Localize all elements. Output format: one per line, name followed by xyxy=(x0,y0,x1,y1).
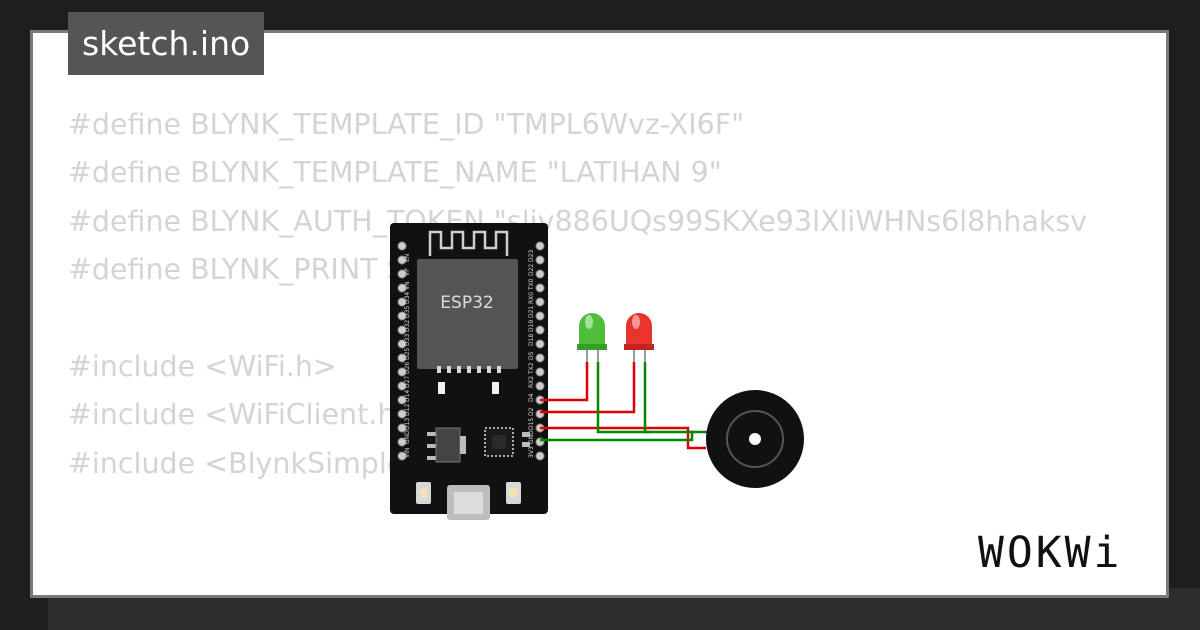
pin-label: TX2 xyxy=(528,362,535,375)
pin-label: EN xyxy=(404,254,411,262)
pin-label: D35 xyxy=(404,306,411,318)
preview-card: #define BLYNK_TEMPLATE_ID "TMPL6Wvz-XI6F… xyxy=(30,30,1169,598)
esp32-module xyxy=(417,259,518,369)
buzzer[interactable] xyxy=(706,390,804,488)
pin-label: D2 xyxy=(528,407,535,416)
pin-label: D5 xyxy=(528,351,535,360)
module-pads xyxy=(437,366,501,394)
filename-tab[interactable]: sketch.ino xyxy=(68,12,265,75)
wire-green xyxy=(643,362,694,434)
pin-label: D27 xyxy=(404,376,411,388)
code-line: #include <WiFiClient.h> xyxy=(68,398,420,432)
code-preview: #define BLYNK_TEMPLATE_ID "TMPL6Wvz-XI6F… xyxy=(68,101,1087,595)
micro-usb-port xyxy=(447,485,490,520)
wires xyxy=(540,362,708,450)
pin-label: D23 xyxy=(528,250,535,262)
pin-label: RX2 xyxy=(528,376,535,388)
wire-red xyxy=(540,426,706,450)
reset-button[interactable] xyxy=(416,482,431,504)
wokwi-logo: WOKWi xyxy=(978,528,1123,578)
pin-label: D12 xyxy=(404,404,411,416)
pin-label: GND xyxy=(404,430,411,444)
pin-label: VIN xyxy=(404,448,411,458)
background-stripe xyxy=(48,588,1200,630)
pin-label: TX0 xyxy=(528,278,535,291)
pin-label: D18 xyxy=(528,334,535,346)
pin-label: RX0 xyxy=(528,292,535,304)
pin-label: GND xyxy=(528,430,535,444)
board-label: ESP32 xyxy=(440,293,493,313)
usb-chip xyxy=(484,427,514,457)
esp32-board[interactable]: ESP32 EN VP VN D34 D35 D3 xyxy=(390,223,548,520)
pin-label: D22 xyxy=(528,264,535,276)
pin-label: D21 xyxy=(528,306,535,318)
code-line: #define BLYNK_AUTH_TOKEN "sljv886UQs99SK… xyxy=(68,204,1088,238)
pin-label: D32 xyxy=(404,320,411,332)
buzzer-hole xyxy=(749,433,761,445)
led-red[interactable] xyxy=(624,313,654,375)
wire-green xyxy=(540,430,708,442)
led-green[interactable] xyxy=(577,313,607,395)
pin-label: VP xyxy=(404,268,411,276)
pin-label: D34 xyxy=(404,292,411,304)
pin-label: D33 xyxy=(404,334,411,346)
pin-label: D26 xyxy=(404,362,411,374)
smd-component xyxy=(522,432,530,437)
code-line: #include <BlynkSimpleEsp32.h> xyxy=(68,446,543,480)
pin-label: VN xyxy=(404,281,411,290)
left-pin-header xyxy=(397,241,407,461)
code-line: char auth[] = BLYNK_AUTH_TOKEN; xyxy=(68,585,1087,595)
pin-label: D19 xyxy=(528,320,535,332)
pin-label: D14 xyxy=(404,390,411,402)
pin-label: D25 xyxy=(404,348,411,360)
wire-red xyxy=(540,362,589,402)
pin-label: D13 xyxy=(404,418,411,430)
code-line: #define BLYNK_TEMPLATE_ID "TMPL6Wvz-XI6F… xyxy=(68,108,745,141)
pin-labels: EN VP VN D34 D35 D32 D33 D25 D26 D27 D14… xyxy=(404,250,535,458)
wire-green xyxy=(596,362,650,434)
antenna-icon xyxy=(428,230,509,256)
pin-label: 3V3 xyxy=(528,446,535,458)
code-line: #define BLYNK_TEMPLATE_NAME "LATIHAN 9" xyxy=(68,156,722,190)
pin-label: D15 xyxy=(528,418,535,430)
boot-button[interactable] xyxy=(506,482,521,504)
pin-label: D4 xyxy=(528,393,535,402)
wire-red xyxy=(540,362,636,414)
smd-component xyxy=(522,442,530,447)
code-line: #include <WiFi.h> xyxy=(68,349,337,383)
voltage-regulator xyxy=(427,427,466,463)
right-pin-header xyxy=(535,241,545,461)
